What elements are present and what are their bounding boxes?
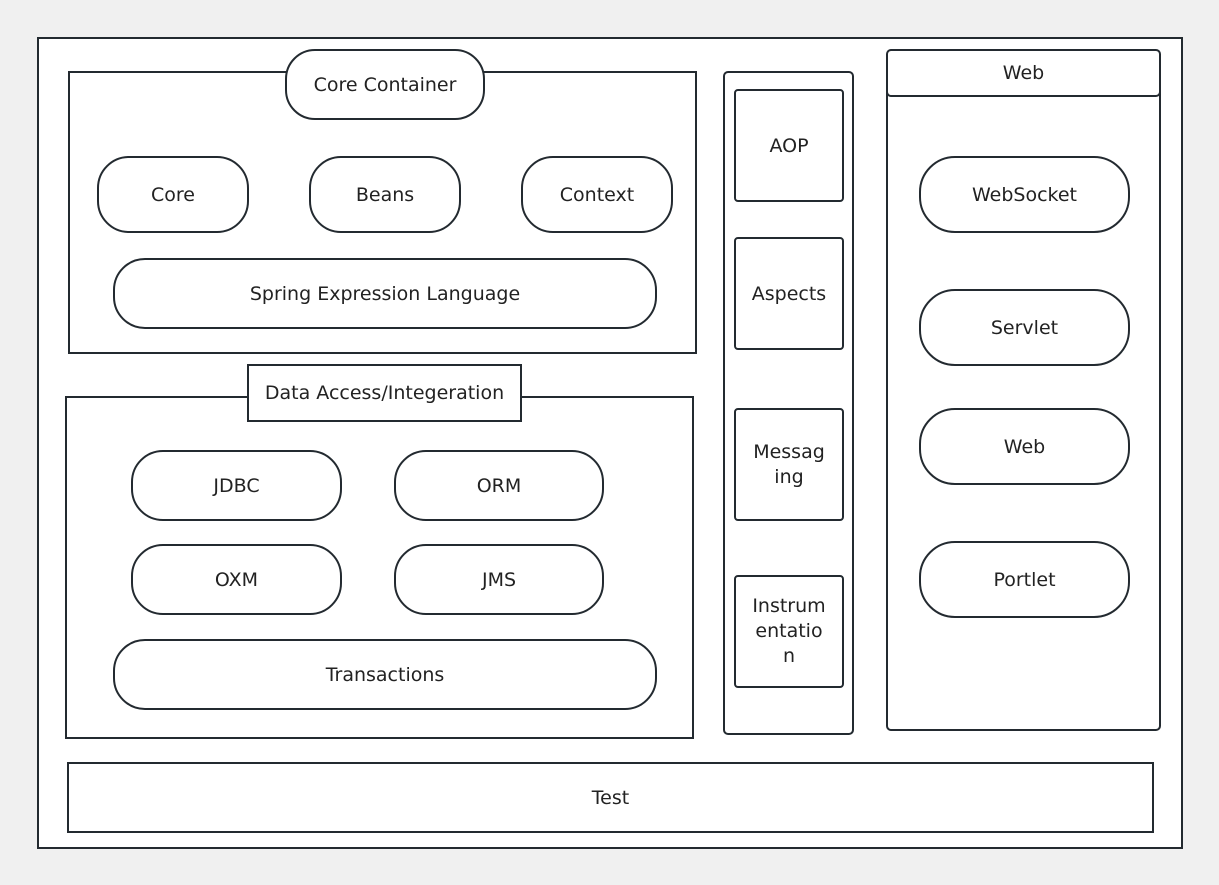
websocket-box: WebSocket (919, 156, 1130, 233)
jms-box: JMS (394, 544, 604, 615)
web-title: Web (886, 49, 1161, 97)
beans-box: Beans (309, 156, 461, 233)
aop-box: AOP (734, 89, 844, 202)
orm-box: ORM (394, 450, 604, 521)
test-box: Test (67, 762, 1154, 833)
aspects-box: Aspects (734, 237, 844, 350)
instrumentation-box: Instrumentation (734, 575, 844, 688)
jdbc-box: JDBC (131, 450, 342, 521)
core-container-title: Core Container (285, 49, 485, 120)
web-box: Web (919, 408, 1130, 485)
context-box: Context (521, 156, 673, 233)
spring-expression-language-box: Spring Expression Language (113, 258, 657, 329)
oxm-box: OXM (131, 544, 342, 615)
core-box: Core (97, 156, 249, 233)
portlet-box: Portlet (919, 541, 1130, 618)
transactions-box: Transactions (113, 639, 657, 710)
messaging-box: Messaging (734, 408, 844, 521)
servlet-box: Servlet (919, 289, 1130, 366)
data-access-title: Data Access/Integeration (247, 364, 522, 422)
